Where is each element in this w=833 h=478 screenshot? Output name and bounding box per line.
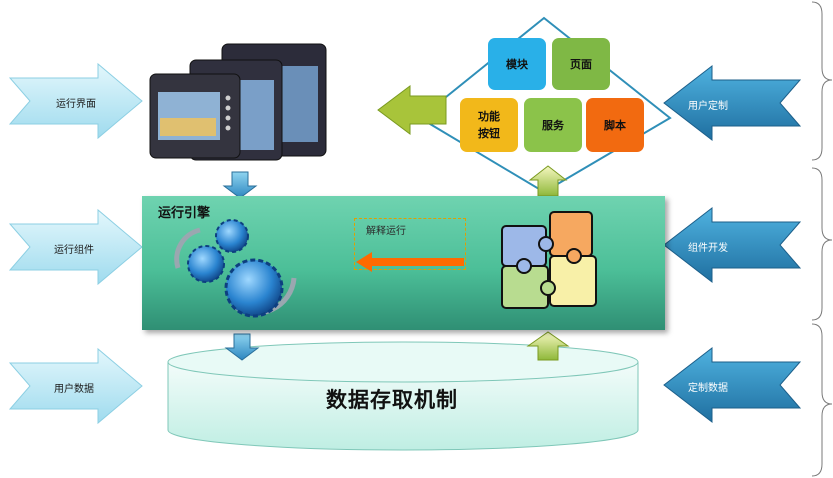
database-cylinder <box>167 341 639 451</box>
right-label-data: 定制数据 <box>688 383 728 394</box>
hmi-device-icon <box>149 43 327 161</box>
arrow-right-custom <box>663 64 802 142</box>
arrow-right-data <box>663 346 802 424</box>
arrow-left-ui <box>8 62 143 140</box>
arrow-down-ui-to-engine <box>222 171 258 199</box>
interpret-box <box>354 218 466 270</box>
arrow-left-component <box>8 208 143 286</box>
brace-icon <box>811 1 833 477</box>
tile-script: 脚本 <box>586 98 644 152</box>
left-label-component: 运行组件 <box>54 245 94 256</box>
tile-page: 页面 <box>552 38 610 90</box>
database-label: 数据存取机制 <box>326 388 458 412</box>
interpret-label: 解释运行 <box>366 226 406 237</box>
right-label-custom: 用户定制 <box>688 101 728 112</box>
tile-function-button: 功能 按钮 <box>460 98 518 152</box>
left-label-ui: 运行界面 <box>56 99 96 110</box>
arrow-up-engine-to-tiles <box>528 165 568 197</box>
left-label-data: 用户数据 <box>54 384 94 395</box>
engine-title: 运行引擎 <box>158 206 211 221</box>
arrow-down-engine-to-db <box>224 333 260 361</box>
tile-service: 服务 <box>524 98 582 152</box>
arrow-right-dev <box>663 206 802 284</box>
interpret-arrow <box>356 252 464 272</box>
tile-module: 模块 <box>488 38 546 90</box>
gears-icon <box>174 219 297 318</box>
arrow-left-data <box>8 347 143 425</box>
right-label-dev: 组件开发 <box>688 243 728 254</box>
arrow-tiles-to-ui <box>377 85 447 135</box>
arrow-up-db-to-engine <box>526 331 570 361</box>
puzzle-icon <box>501 211 597 309</box>
